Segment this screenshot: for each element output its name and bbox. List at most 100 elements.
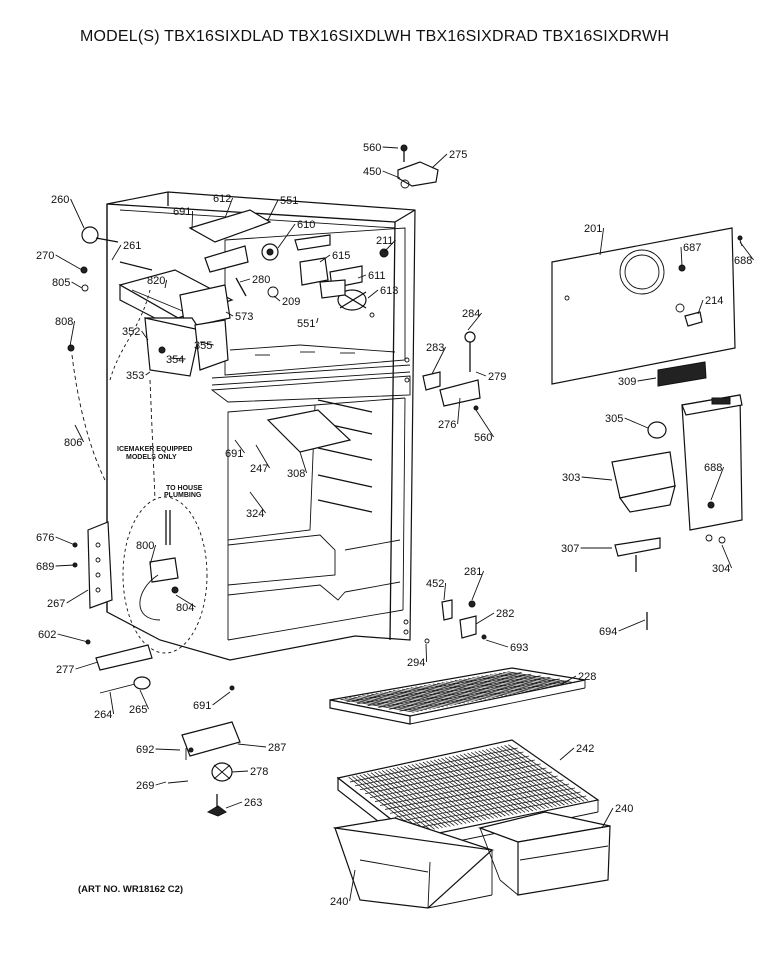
part-label-354: 354 <box>166 354 184 366</box>
part-label-265: 265 <box>129 704 147 716</box>
shelf-wire-line <box>397 689 470 703</box>
part-label-277: 277 <box>56 664 74 676</box>
part-label-612: 612 <box>213 193 231 205</box>
part-label-280: 280 <box>252 274 270 286</box>
leader-line-277 <box>75 661 99 670</box>
part-label-692: 692 <box>136 744 154 756</box>
shelf-wire-line <box>375 693 449 707</box>
leader-line-354 <box>169 357 186 360</box>
freezer-duct-parts <box>188 209 389 318</box>
part-label-284: 284 <box>462 308 480 320</box>
part-label-602: 602 <box>38 629 56 641</box>
shelf-wire-line <box>366 694 440 708</box>
leader-line-693 <box>485 639 509 648</box>
shelf-wire-line <box>415 686 487 700</box>
leader-line-615 <box>319 254 331 263</box>
leader-line-209 <box>273 295 281 302</box>
leader-line-820 <box>164 279 168 289</box>
shelf-wire-line <box>494 673 563 686</box>
part-label-240: 240 <box>615 803 633 815</box>
leader-line-804 <box>175 594 196 608</box>
leader-line-240 <box>601 807 614 829</box>
part-label-209: 209 <box>282 296 300 308</box>
leader-line-452 <box>443 582 447 601</box>
part-label-691: 691 <box>193 700 211 712</box>
leader-line-800 <box>149 544 157 566</box>
leader-line-276 <box>457 397 461 425</box>
leader-line-611 <box>357 274 367 279</box>
part-label-304: 304 <box>712 563 730 575</box>
center-hinge <box>422 331 487 644</box>
shelf-wire-line <box>485 674 554 688</box>
leader-line-688 <box>739 241 754 261</box>
part-label-560: 560 <box>474 432 492 444</box>
shelf-wire-line <box>432 683 504 697</box>
leader-line-269 <box>155 781 167 786</box>
part-label-355: 355 <box>194 340 212 352</box>
cover-grid-line <box>379 771 553 806</box>
part-label-450: 450 <box>363 166 381 178</box>
leader-line-352 <box>141 330 149 341</box>
cover-grid-line <box>369 763 541 799</box>
leader-line-247 <box>255 444 270 469</box>
leader-line-282 <box>475 612 495 625</box>
leader-lines <box>55 146 754 902</box>
leader-line-676 <box>55 536 76 546</box>
shelf-wire-line <box>467 677 537 691</box>
shelf-wire-line <box>378 676 551 708</box>
leader-line-688 <box>710 466 725 501</box>
leader-line-551 <box>267 199 279 221</box>
part-label-551: 551 <box>297 318 315 330</box>
shelf-wire-line <box>503 672 571 684</box>
leader-line-260 <box>70 198 85 229</box>
leader-line-450 <box>382 170 401 179</box>
shelf-wire-line <box>445 681 516 695</box>
shelf-wire-line <box>379 692 453 706</box>
part-label-275: 275 <box>449 149 467 161</box>
leader-line-551 <box>316 317 319 324</box>
part-label-307: 307 <box>561 543 579 555</box>
leader-line-602 <box>57 633 89 643</box>
part-label-287: 287 <box>268 742 286 754</box>
top-hinge <box>397 144 439 189</box>
part-label-308: 308 <box>287 468 305 480</box>
leader-line-214 <box>697 299 704 315</box>
shelf-wire-line <box>393 690 465 704</box>
part-label-309: 309 <box>618 376 636 388</box>
shelf-wire-line <box>441 682 512 695</box>
shelf-wire-line <box>406 688 478 701</box>
part-label-804: 804 <box>176 602 194 614</box>
part-label-691: 691 <box>225 448 243 460</box>
leader-line-808 <box>69 320 76 347</box>
part-label-687: 687 <box>683 242 701 254</box>
control-parts <box>611 361 743 630</box>
leader-line-264 <box>109 691 115 715</box>
leader-line-267 <box>66 589 89 604</box>
part-label-305: 305 <box>605 413 623 425</box>
icemaker-note-line1: ICEMAKER EQUIPPED <box>117 446 192 453</box>
shelf-wire-line <box>410 687 482 701</box>
leader-line-613 <box>367 289 379 299</box>
shelf-wire-line <box>353 696 427 711</box>
shelf-wire-line <box>346 672 522 703</box>
part-label-269: 269 <box>136 780 154 792</box>
leader-line-694 <box>618 619 646 632</box>
part-label-211: 211 <box>376 235 394 247</box>
leader-line-242 <box>559 747 575 761</box>
shelf-wire-line <box>454 680 525 693</box>
cover-grid-line <box>364 759 535 795</box>
shelf-wire-line <box>401 688 474 702</box>
shelf-wire-line <box>472 677 542 690</box>
part-label-676: 676 <box>36 532 54 544</box>
part-label-282: 282 <box>496 608 514 620</box>
leader-line-610 <box>277 223 296 249</box>
model-list-title: MODEL(S) TBX16SIXDLAD TBX16SIXDLWH TBX16… <box>80 28 670 45</box>
leader-line-560 <box>382 146 399 149</box>
leader-line-278 <box>231 770 249 773</box>
leader-line-261 <box>111 244 122 261</box>
shelf-wire-line <box>489 674 558 687</box>
leader-line-691 <box>191 210 194 231</box>
part-label-263: 263 <box>244 797 262 809</box>
leader-line-691 <box>212 691 231 706</box>
leader-line-355 <box>199 341 214 346</box>
